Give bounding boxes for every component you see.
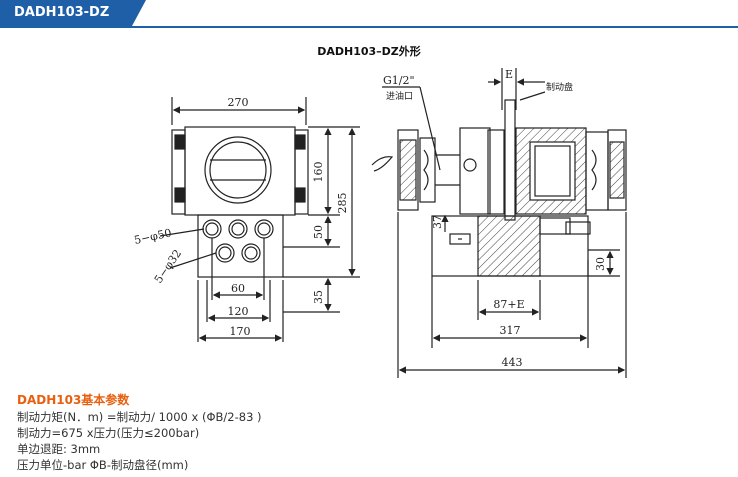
dim-e: E (505, 68, 513, 81)
params-title: DADH103基本参数 (17, 393, 130, 407)
dim-285: 285 (336, 193, 349, 214)
port-label: G1/2" (383, 74, 415, 87)
param-line-torque: 制动力矩(N．m) =制动力/ 1000 x (ΦB/2-83 ) (17, 410, 262, 424)
dim-443: 443 (502, 356, 523, 369)
dim-5-phi50: 5−φ50 (133, 226, 173, 247)
dim-37: 37 (431, 215, 444, 229)
technical-drawing: 270 160 285 50 35 60 120 170 5−φ50 5−φ32 (133, 68, 627, 378)
front-view (159, 97, 360, 342)
side-view (371, 68, 627, 378)
dim-60: 60 (231, 282, 245, 295)
param-line-retraction: 单边退距: 3mm (17, 442, 101, 456)
dim-5-phi32: 5−φ32 (152, 247, 184, 286)
param-line-force: 制动力=675 x压力(压力≤200bar) (17, 426, 200, 440)
dim-160: 160 (312, 162, 325, 183)
dim-120: 120 (228, 305, 249, 318)
tab-bar: DADH103-DZ (0, 0, 738, 28)
dim-270: 270 (228, 96, 249, 109)
dim-317: 317 (500, 324, 521, 337)
tab-dadh103-dz[interactable]: DADH103-DZ (0, 0, 146, 26)
basic-parameters: DADH103基本参数 制动力矩(N．m) =制动力/ 1000 x (ΦB/2… (17, 392, 262, 473)
dim-50: 50 (312, 225, 325, 239)
inlet-label: 进油口 (386, 90, 413, 102)
disc-label: 制动盘 (546, 81, 573, 93)
drawing-caption: DADH103–DZ外形 (317, 45, 421, 58)
dim-35: 35 (312, 290, 325, 304)
dim-30: 30 (594, 257, 607, 271)
dim-170: 170 (230, 325, 251, 338)
dim-87-e: 87+E (493, 298, 524, 311)
param-line-units: 压力单位-bar ΦB-制动盘径(mm) (17, 458, 189, 472)
